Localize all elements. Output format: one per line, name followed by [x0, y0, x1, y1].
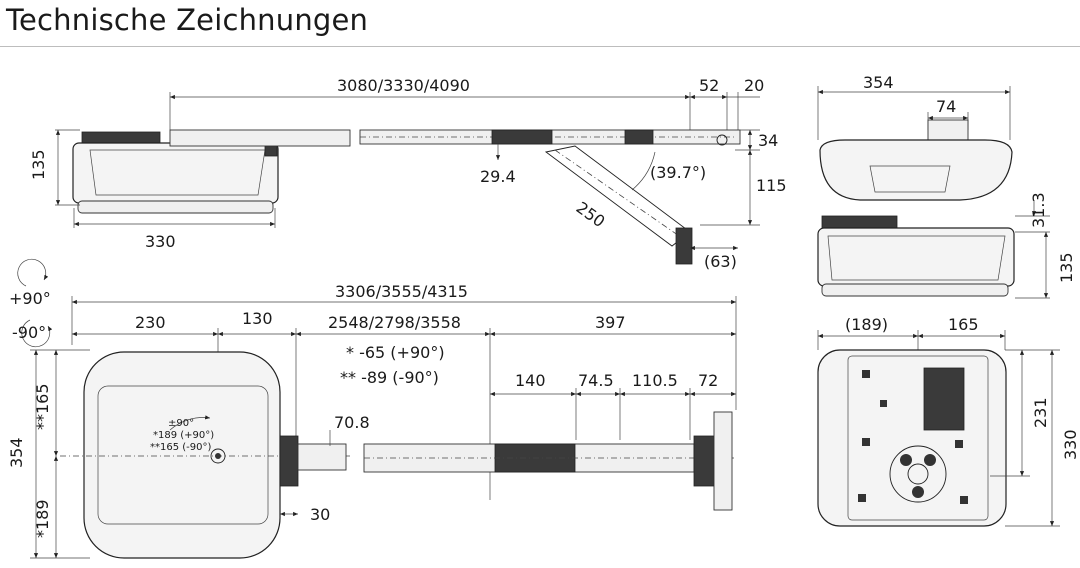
dim-39-7-angle: (39.7°): [650, 163, 706, 182]
rotation-plus-90: +90°: [9, 289, 51, 308]
dim-34: 34: [758, 131, 778, 150]
dim-right-135: 135: [1057, 252, 1076, 283]
front-view: 354 74: [817, 73, 1013, 201]
dim-70-8: 70.8: [334, 413, 370, 432]
note-plus-90: * -65 (+90°): [346, 343, 445, 362]
dim-bottom-330: 330: [1061, 429, 1080, 460]
dim-230: 230: [135, 313, 166, 332]
dim-165-left: **165: [33, 383, 52, 430]
bottom-view: (189) 165 231 330: [817, 315, 1080, 527]
side-view: 3080/3330/4090 52 20 135 330 29.4 (39.7°…: [29, 76, 787, 271]
dim-20: 20: [744, 76, 764, 95]
dim-bottom-231: 231: [1031, 397, 1050, 428]
dim-135: 135: [29, 149, 48, 180]
dim-110-5: 110.5: [632, 371, 678, 390]
dim-rail-length: 3080/3330/4090: [337, 76, 470, 95]
dim-189-left: *189: [33, 499, 52, 538]
dim-330: 330: [145, 232, 176, 251]
dim-52: 52: [699, 76, 719, 95]
dim-63: (63): [704, 252, 737, 271]
inner-note-189: *189 (+90°): [153, 430, 214, 441]
dim-30: 30: [310, 505, 330, 524]
dim-72: 72: [698, 371, 718, 390]
dim-bottom-189: (189): [845, 315, 888, 334]
dim-397: 397: [595, 313, 626, 332]
title-divider: [0, 46, 1080, 47]
dim-130: 130: [242, 309, 273, 328]
right-side-view: 31.3 135: [817, 192, 1076, 299]
dim-front-74: 74: [936, 97, 956, 116]
dim-2548: 2548/2798/3558: [328, 313, 461, 332]
inner-note-165: **165 (-90°): [150, 442, 212, 453]
inner-angle: ±90°: [168, 418, 194, 429]
dim-74-5: 74.5: [578, 371, 614, 390]
dim-140: 140: [515, 371, 546, 390]
dim-total-length: 3306/3555/4315: [335, 282, 468, 301]
rotation-minus-90: -90°: [12, 323, 46, 342]
dim-250: 250: [573, 198, 609, 231]
dim-31-3: 31.3: [1029, 192, 1048, 228]
dim-bottom-165: 165: [948, 315, 979, 334]
dim-29-4: 29.4: [480, 167, 516, 186]
top-view: +90° -90° 3306/3555/4315 230 130 2548/27…: [7, 258, 737, 559]
note-minus-90: ** -89 (-90°): [340, 368, 439, 387]
dim-115: 115: [756, 176, 787, 195]
dim-354-left: 354: [7, 437, 26, 468]
dim-front-354: 354: [863, 73, 894, 92]
page-title: Technische Zeichnungen: [6, 3, 369, 37]
